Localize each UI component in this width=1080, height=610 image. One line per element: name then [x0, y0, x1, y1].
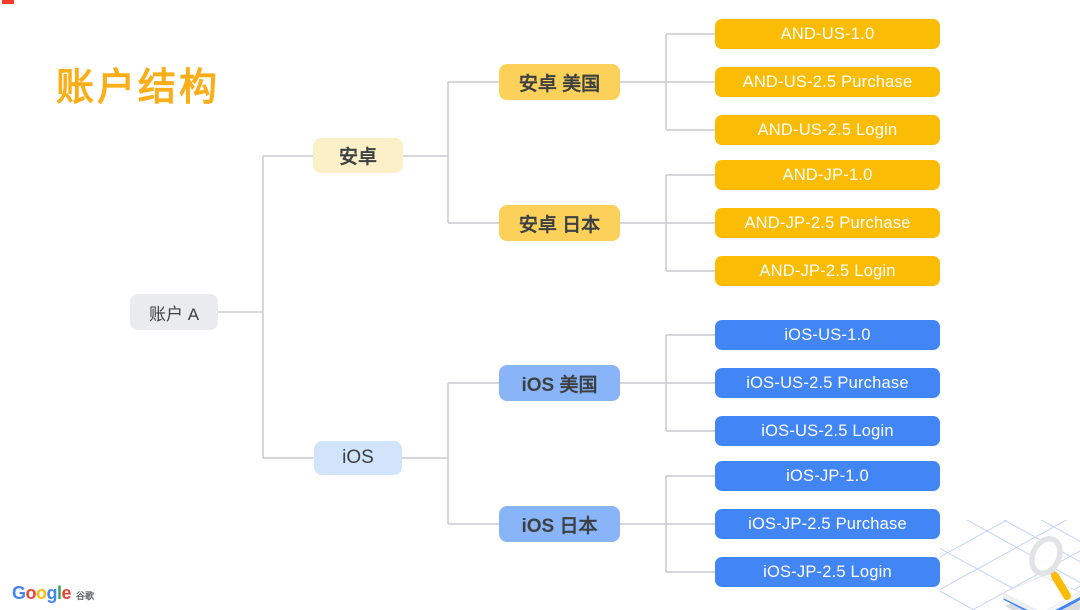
campaign-node: AND-US-2.5 Purchase	[715, 67, 940, 97]
account-root-node: 账户 A	[130, 294, 218, 330]
ios-jp-node: iOS 日本	[499, 506, 620, 542]
google-logo-letter: G	[12, 583, 26, 603]
campaign-node: iOS-JP-2.5 Login	[715, 557, 940, 587]
campaign-node: AND-JP-2.5 Login	[715, 256, 940, 286]
campaign-node: AND-US-1.0	[715, 19, 940, 49]
book-shape	[1001, 575, 1080, 610]
google-logo-letter: e	[61, 583, 72, 603]
android-jp-node: 安卓 日本	[499, 205, 620, 241]
campaign-node: iOS-US-2.5 Login	[715, 416, 940, 446]
google-logo-letter: g	[46, 583, 58, 603]
campaign-node: AND-US-2.5 Login	[715, 115, 940, 145]
ios-us-node: iOS 美国	[499, 365, 620, 401]
magnifier-handle	[1051, 572, 1071, 600]
campaign-node: AND-JP-1.0	[715, 160, 940, 190]
top-left-red-mark	[2, 0, 14, 4]
google-logo: G o o g l e 谷歌	[12, 583, 94, 604]
campaign-node: iOS-JP-2.5 Purchase	[715, 509, 940, 539]
google-logo-letter: l	[57, 583, 62, 603]
google-logo-suffix: 谷歌	[76, 591, 95, 601]
connector-lines	[218, 33, 715, 573]
android-branch-node: 安卓	[313, 138, 403, 173]
magnifier-illustration	[940, 520, 1080, 610]
campaign-node: AND-JP-2.5 Purchase	[715, 208, 940, 238]
page-title: 账户结构	[56, 67, 221, 109]
android-us-node: 安卓 美国	[499, 64, 620, 100]
ios-branch-node: iOS	[314, 441, 402, 475]
google-logo-letter: o	[36, 583, 47, 603]
campaign-node: iOS-JP-1.0	[715, 461, 940, 491]
magnifier-lens-icon	[1029, 536, 1071, 600]
campaign-node: iOS-US-1.0	[715, 320, 940, 350]
campaign-node: iOS-US-2.5 Purchase	[715, 368, 940, 398]
google-logo-letter: o	[25, 583, 37, 603]
